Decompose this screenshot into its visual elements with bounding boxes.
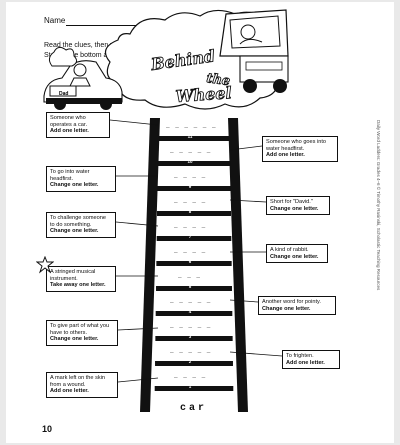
- clue-action: Change one letter.: [50, 182, 99, 189]
- clue-box-5: A stringed musical instrument. Take away…: [46, 266, 116, 292]
- instruction-line-1: Read the clues, then write the words.: [44, 42, 160, 49]
- clue-action: Change one letter.: [270, 205, 319, 212]
- ladder-rung: [155, 336, 233, 341]
- clue-text: To go into water headfirst.: [50, 169, 90, 182]
- ladder-rung: [156, 236, 232, 241]
- answer-blank[interactable]: _ _ _ _: [174, 222, 207, 229]
- answer-blank[interactable]: _ _ _: [178, 272, 202, 279]
- rung-number: 4: [188, 309, 192, 314]
- ladder-rung: [157, 186, 231, 191]
- leader-line: [115, 221, 159, 227]
- clue-box-6: A kind of rabbit. Change one letter.: [266, 244, 328, 264]
- clue-box-8: Short for "David." Change one letter.: [266, 196, 330, 216]
- ladder-rails: [140, 118, 248, 412]
- clue-text: A stringed musical instrument.: [50, 269, 96, 282]
- rung-number: 8: [188, 209, 192, 214]
- clue-text: A kind of rabbit.: [270, 247, 309, 253]
- rung-number: 1: [188, 384, 192, 389]
- answer-blank[interactable]: _ _ _ _ _: [170, 147, 212, 154]
- ladder-rail-right: [228, 118, 248, 412]
- start-word: car: [180, 403, 208, 414]
- truck-icon: [219, 9, 289, 93]
- clue-action: Change one letter.: [262, 305, 311, 312]
- clue-action: Change one letter.: [270, 253, 319, 260]
- clue-action: Add one letter.: [266, 152, 305, 159]
- leader-line: [229, 145, 263, 151]
- clue-box-2: To frighten. Add one letter.: [282, 350, 340, 370]
- clue-text: Someone who operates a car.: [50, 115, 88, 128]
- answer-blank[interactable]: _ _ _ _ _: [170, 322, 212, 329]
- clue-box-3: To give part of what you have to others.…: [46, 320, 118, 346]
- leader-line: [117, 327, 159, 331]
- rung-number: 7: [188, 234, 192, 239]
- clue-text: Another word for pointy.: [262, 299, 321, 305]
- rung-number: 11: [187, 134, 193, 139]
- ladder-rung: [157, 211, 231, 216]
- clue-action: Add one letter.: [50, 388, 89, 395]
- answer-blank[interactable]: _ _ _ _ _: [170, 297, 212, 304]
- clue-action: Add one letter.: [286, 359, 325, 366]
- page-number: 10: [42, 424, 53, 434]
- rung-number: 10: [187, 159, 193, 164]
- clue-box-1: A mark left on the skin from a wound. Ad…: [46, 372, 118, 398]
- rung-number: 3: [188, 334, 192, 339]
- leader-line: [229, 299, 259, 303]
- ladder-rung: [154, 386, 234, 391]
- answer-blank[interactable]: _ _ _ _: [174, 372, 207, 379]
- ladder-rail-left: [140, 118, 160, 412]
- star-icon: [36, 256, 54, 274]
- ladder-rung: [156, 286, 232, 291]
- clue-box-7: To challenge someone to do something. Ch…: [46, 212, 116, 238]
- ladder-rung: [155, 361, 233, 366]
- rung-number: 9: [188, 184, 192, 189]
- answer-blank[interactable]: _ _ _ _: [174, 197, 207, 204]
- title-line-2: the: [205, 71, 231, 89]
- clue-box-10: Someone who goes into water headfirst. A…: [262, 136, 338, 162]
- answer-blank[interactable]: _ _ _ _ _ _: [166, 122, 217, 129]
- leader-line: [109, 119, 159, 126]
- small-car-icon: [43, 60, 123, 110]
- ladder-rung: [156, 261, 232, 266]
- clue-action: Take away one letter.: [50, 282, 106, 289]
- clue-action: Change one letter.: [50, 228, 99, 235]
- answer-blank[interactable]: _ _ _ _: [174, 247, 207, 254]
- clue-text: To frighten.: [286, 353, 314, 359]
- clue-box-4: Another word for pointy. Change one lett…: [258, 296, 336, 316]
- leader-line: [229, 351, 283, 357]
- leader-line: [229, 199, 267, 203]
- car-tag: Dad: [59, 91, 68, 97]
- ladder-rung: [157, 161, 231, 166]
- name-label: Name: [44, 16, 66, 25]
- clue-text: Short for "David.": [270, 199, 313, 205]
- clue-text: Someone who goes into water headfirst.: [266, 139, 327, 152]
- title-cartoon: Dad Behind the Wheel: [43, 9, 289, 110]
- tree-icon: [48, 46, 78, 67]
- clue-action: Change one letter.: [50, 336, 99, 343]
- clue-box-11: Someone who operates a car. Add one lett…: [46, 112, 110, 138]
- clue-text: A mark left on the skin from a wound.: [50, 375, 106, 388]
- answer-blank[interactable]: _ _ _ _ _: [170, 347, 212, 354]
- ladder-rung: [155, 311, 233, 316]
- answer-blank[interactable]: _ _ _ _: [174, 172, 207, 179]
- clue-text: To give part of what you have to others.: [50, 323, 110, 336]
- clue-box-9: To go into water headfirst. Change one l…: [46, 166, 116, 192]
- rung-number: 6: [188, 259, 192, 264]
- rung-number: 2: [188, 359, 192, 364]
- ladder-rung: [158, 136, 230, 141]
- clue-action: Add one letter.: [50, 128, 89, 135]
- ladder-rungs: [154, 136, 234, 391]
- title-line-3: Wheel: [175, 83, 232, 106]
- clue-leader-lines: [109, 119, 283, 383]
- clue-text: To challenge someone to do something.: [50, 215, 106, 228]
- rung-number: 5: [188, 284, 192, 289]
- instruction-line-2: Start at the bottom and climb to the top…: [44, 52, 167, 59]
- leader-line: [117, 377, 159, 383]
